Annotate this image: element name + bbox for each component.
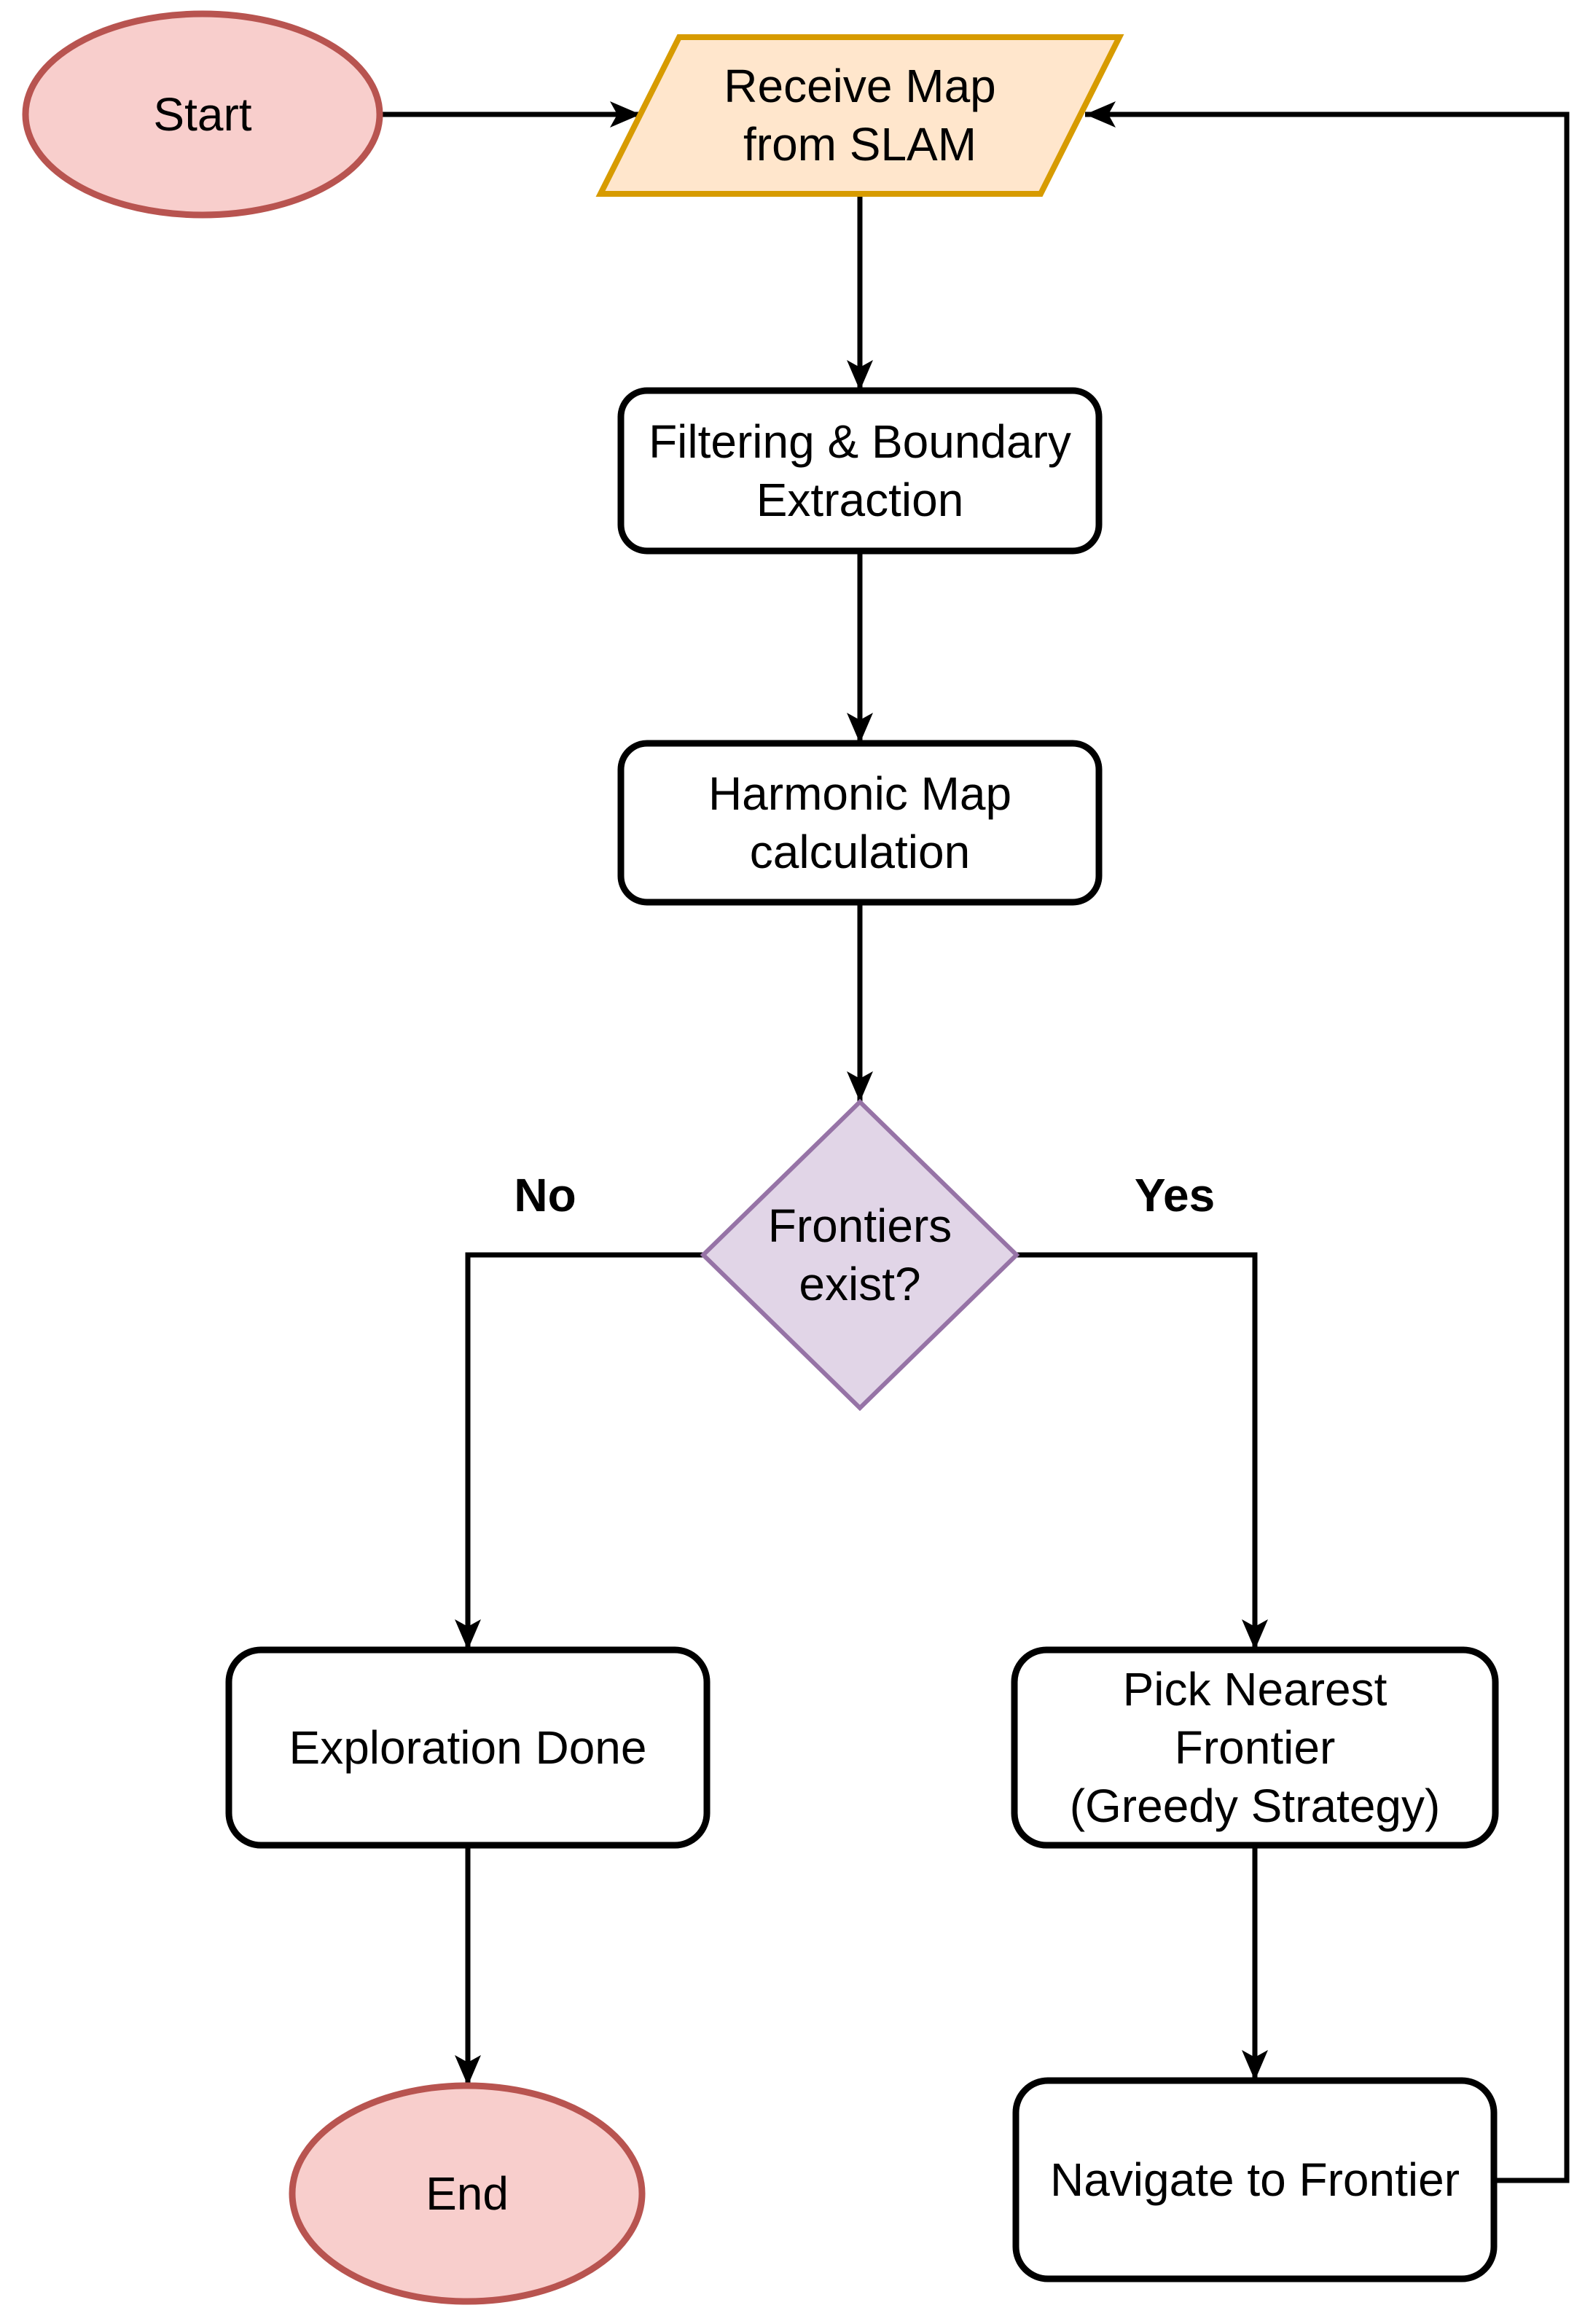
pick-nearest-node-label: Pick Nearest Frontier (Greedy Strategy)	[1069, 1663, 1441, 1832]
start-node-label: Start	[153, 88, 252, 141]
filtering-node-shape	[617, 387, 1103, 555]
receive-map-node-label: Receive Map from SLAM	[724, 60, 996, 171]
navigate-node-shape	[1012, 2077, 1498, 2282]
end-node-shape	[289, 2082, 646, 2305]
harmonic-node-shape	[617, 740, 1103, 906]
exploration-done-node-shape	[225, 1646, 711, 1849]
receive-map-node-shape	[595, 34, 1124, 197]
exploration-done-node-label: Exploration Done	[289, 1721, 647, 1774]
harmonic-node-label: Harmonic Map calculation	[708, 767, 1012, 878]
start-node-shape	[22, 10, 383, 219]
yes-branch-label: Yes	[1134, 1169, 1216, 1221]
no-branch-label: No	[514, 1169, 576, 1221]
edge-navigate-loop-to-receive	[1085, 101, 1570, 2183]
filtering-node-label: Filtering & Boundary Extraction	[649, 415, 1071, 526]
edge-yes-branch	[1017, 1252, 1268, 1650]
edge-no-branch	[455, 1252, 703, 1650]
navigate-node-label: Navigate to Frontier	[1049, 2153, 1460, 2206]
frontiers-decision-label: Frontiers exist?	[767, 1200, 952, 1310]
frontiers-decision-shape	[700, 1098, 1020, 1412]
end-node-label: End	[426, 2167, 509, 2220]
pick-nearest-node-shape	[1011, 1646, 1499, 1849]
